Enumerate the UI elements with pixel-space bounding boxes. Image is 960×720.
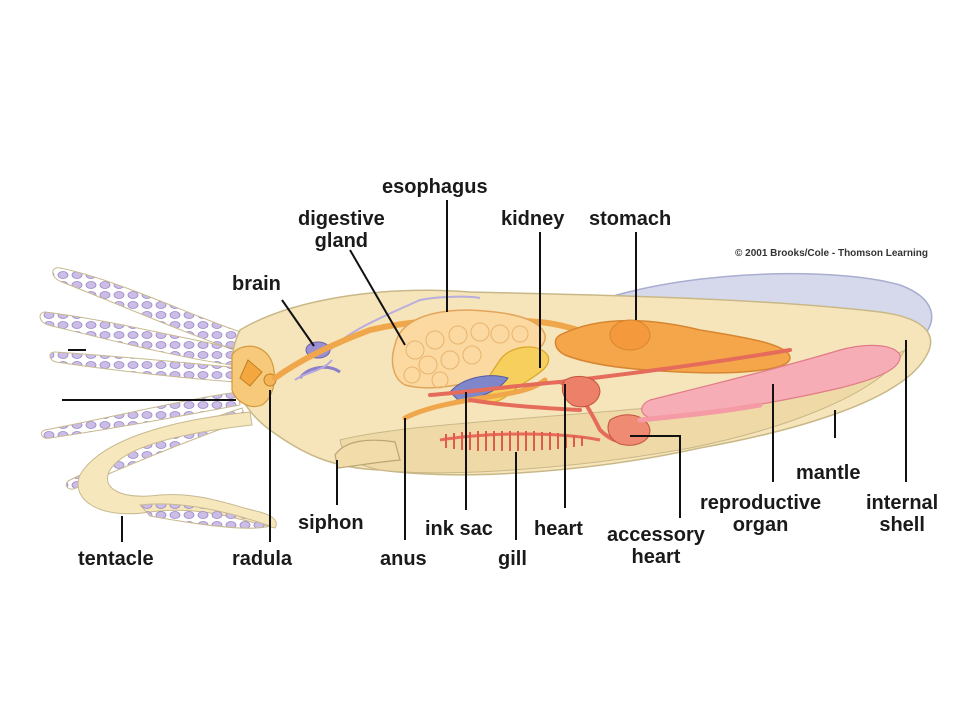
arm-mid <box>49 351 241 383</box>
stomach-bulb <box>609 319 651 351</box>
siphon-shape <box>334 439 401 469</box>
leader-digestive-gland <box>349 249 406 346</box>
leader-brain <box>281 299 315 347</box>
label-stomach: stomach <box>589 208 672 230</box>
radula-shape <box>239 359 263 387</box>
label-ink-sac: ink sac <box>425 518 493 540</box>
label-radula: radula <box>232 548 293 570</box>
arms <box>39 267 277 529</box>
label-anus: anus <box>380 548 427 570</box>
leader-accessory-heart <box>630 435 681 518</box>
leader-lines <box>62 200 907 542</box>
label-tentacle: tentacle <box>78 548 154 570</box>
heart-shape <box>561 376 601 408</box>
label-esophagus: esophagus <box>382 176 488 198</box>
arm-upper-2 <box>39 311 246 367</box>
digestive-gland-lobes <box>403 322 529 389</box>
label-brain: brain <box>232 273 281 295</box>
label-gill: gill <box>498 548 527 570</box>
arm-upper <box>52 267 251 353</box>
intestine-shape <box>402 377 548 421</box>
label-mantle: mantle <box>796 462 861 484</box>
tentacle-long <box>77 411 277 529</box>
head <box>231 345 277 408</box>
label-siphon: siphon <box>298 512 364 534</box>
copyright-notice: © 2001 Brooks/Cole - Thomson Learning <box>735 248 928 259</box>
label-kidney: kidney <box>501 208 565 230</box>
label-heart: heart <box>534 518 583 540</box>
mantle-lower-fold <box>339 348 907 474</box>
reproductive-duct <box>637 402 763 423</box>
arm-lower <box>40 391 241 439</box>
